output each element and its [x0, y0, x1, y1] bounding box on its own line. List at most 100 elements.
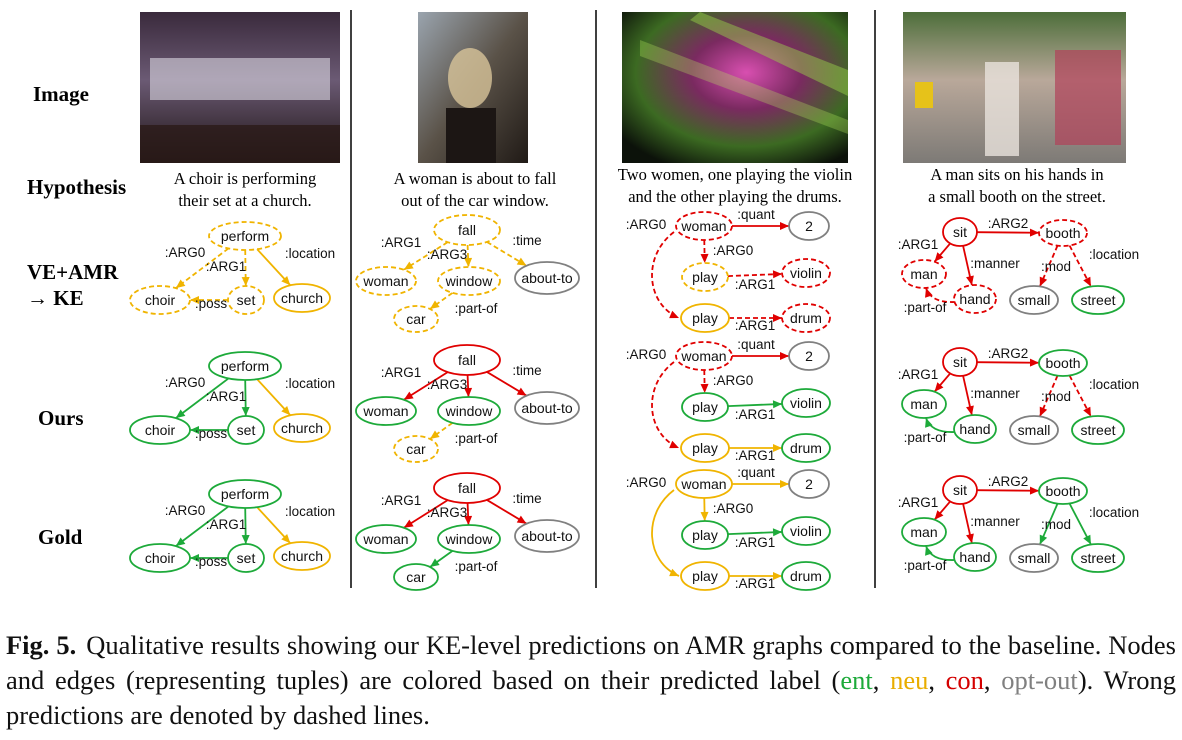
edge-arrow-c1-ours-e4 — [190, 426, 199, 434]
node-c3-baseline-two — [788, 211, 830, 241]
node-label-c3-gold-violin: violin — [790, 523, 822, 539]
edge-label-c4-ours-e2: :ARG1 — [898, 367, 939, 382]
node-label-c2-baseline-fall: fall — [458, 222, 476, 238]
node-label-c1-baseline-set: set — [237, 292, 256, 308]
hypothesis-c2-line2: out of the car window. — [401, 191, 549, 210]
node-c1-ours-church — [273, 413, 331, 443]
caption-sep-2: , — [928, 665, 946, 695]
edge-arrow-c3-gold-e2 — [700, 511, 709, 522]
edge-label-c1-baseline-e4: :poss — [195, 296, 228, 311]
node-c1-ours-perform — [208, 351, 282, 381]
edge-label-c1-gold-e2: :ARG1 — [206, 517, 247, 532]
node-label-c4-ours-street: street — [1080, 422, 1115, 438]
node-c3-baseline-woman — [675, 211, 733, 241]
edge-arrow-c3-baseline-e4 — [669, 310, 679, 319]
node-c3-ours-two — [788, 341, 830, 371]
node-label-c1-baseline-church: church — [281, 290, 323, 306]
graph-c4-ours: :ARG2:ARG1:manner:mod:location:part-ofsi… — [898, 346, 1139, 445]
woman-photo — [418, 12, 528, 163]
node-c4-ours-booth — [1038, 349, 1088, 377]
node-label-c4-ours-booth: booth — [1045, 355, 1080, 371]
node-c4-gold-small — [1009, 543, 1059, 573]
edge-arrow-c1-baseline-e2 — [241, 276, 250, 287]
node-c2-ours-woman — [355, 396, 417, 426]
edge-label-c1-baseline-e2: :ARG1 — [206, 259, 247, 274]
edge-label-c1-ours-e4: :poss — [195, 426, 228, 441]
node-c1-gold-perform — [208, 479, 282, 509]
node-c1-gold-church — [273, 541, 331, 571]
node-c2-gold-aboutto — [514, 519, 580, 553]
edge-arrow-c4-baseline-e2 — [934, 252, 944, 262]
node-c1-baseline-church — [273, 283, 331, 313]
node-c2-ours-fall — [433, 344, 501, 376]
edge-arrow-c2-baseline-e2 — [464, 257, 473, 268]
caption-sep-3: , — [983, 665, 1002, 695]
row-label-ours: Ours — [38, 406, 84, 430]
edge-arrow-c4-ours-e1 — [1029, 358, 1040, 367]
edge-label-c2-ours-e2: :ARG3 — [427, 377, 468, 392]
node-c3-gold-play2 — [680, 561, 730, 591]
node-label-c2-ours-window: window — [445, 403, 494, 419]
edge-arrow-c2-ours-e1 — [403, 391, 414, 400]
node-c4-ours-street — [1071, 415, 1125, 445]
edge-arrow-c2-gold-e1 — [403, 519, 414, 528]
edge-label-c2-gold-e2: :ARG3 — [427, 505, 468, 520]
edge-arrow-c4-baseline-e6 — [925, 288, 933, 298]
node-label-c4-baseline-street: street — [1080, 292, 1115, 308]
edge-arrow-c4-gold-e1 — [1029, 486, 1040, 495]
edge-arrow-c4-ours-e5 — [1083, 406, 1091, 417]
edge-label-c2-baseline-e1: :ARG1 — [381, 235, 422, 250]
node-c3-gold-woman — [675, 469, 733, 499]
node-c1-baseline-choir — [129, 285, 191, 315]
row-label-image: Image — [33, 82, 89, 106]
edge-label-c3-gold-e5: :ARG1 — [735, 576, 776, 591]
node-label-c2-ours-aboutto: about-to — [521, 400, 573, 416]
node-c4-baseline-street — [1071, 285, 1125, 315]
edge-c2-ours-e4 — [429, 422, 454, 440]
node-label-c4-ours-hand: hand — [959, 421, 990, 437]
node-label-c3-ours-woman: woman — [680, 348, 726, 364]
edge-label-c4-ours-e6: :part-of — [904, 430, 947, 445]
edge-label-c4-gold-e4: :mod — [1041, 517, 1071, 532]
node-label-c2-ours-woman: woman — [362, 403, 408, 419]
node-c1-ours-set — [227, 415, 265, 445]
row-label-baseline-2: → KE — [27, 286, 84, 310]
node-label-c4-gold-sit: sit — [953, 482, 967, 498]
graph-c4-gold: :ARG2:ARG1:manner:mod:location:part-ofsi… — [898, 474, 1139, 573]
edge-arrow-c3-gold-e5 — [773, 572, 782, 580]
node-label-c1-gold-perform: perform — [221, 486, 269, 502]
edge-arrow-c1-ours-e2 — [241, 406, 250, 417]
node-c3-ours-play2 — [680, 433, 730, 463]
edge-arrow-c3-baseline-e2 — [700, 253, 709, 264]
edge-c1-baseline-e2 — [244, 249, 247, 287]
edge-c1-baseline-e1 — [175, 247, 230, 289]
edge-label-c4-baseline-e4: :mod — [1041, 259, 1071, 274]
node-c2-baseline-woman — [355, 266, 417, 296]
node-label-c2-ours-fall: fall — [458, 352, 476, 368]
node-label-c1-baseline-perform: perform — [221, 228, 269, 244]
node-c3-gold-two — [788, 469, 830, 499]
node-label-c4-baseline-small: small — [1018, 292, 1051, 308]
node-c1-gold-choir — [129, 543, 191, 573]
node-label-c4-baseline-hand: hand — [959, 291, 990, 307]
node-c2-ours-aboutto — [514, 391, 580, 425]
edge-label-c2-baseline-e2: :ARG3 — [427, 247, 468, 262]
edge-label-c3-baseline-e4: :ARG0 — [626, 217, 667, 232]
edge-label-c4-gold-e3: :manner — [970, 514, 1020, 529]
node-label-c4-gold-hand: hand — [959, 549, 990, 565]
edge-arrow-c1-gold-e1 — [175, 537, 186, 547]
edge-arrow-c4-gold-e6 — [925, 546, 933, 556]
edge-label-c4-ours-e3: :manner — [970, 386, 1020, 401]
node-label-c3-gold-woman: woman — [680, 476, 726, 492]
edge-arrow-c4-ours-e2 — [934, 382, 944, 392]
edge-arrow-c1-baseline-e3 — [281, 275, 291, 286]
edge-arrow-c1-gold-e4 — [190, 554, 199, 562]
edge-label-c3-baseline-e2: :ARG0 — [713, 243, 754, 258]
node-label-c1-gold-choir: choir — [145, 550, 176, 566]
node-c3-gold-play1 — [681, 520, 729, 550]
edge-arrow-c4-ours-e4 — [1039, 406, 1048, 417]
hypothesis-c1-line1: A choir is performing — [174, 169, 317, 188]
edge-c3-ours-e4 — [651, 361, 680, 449]
